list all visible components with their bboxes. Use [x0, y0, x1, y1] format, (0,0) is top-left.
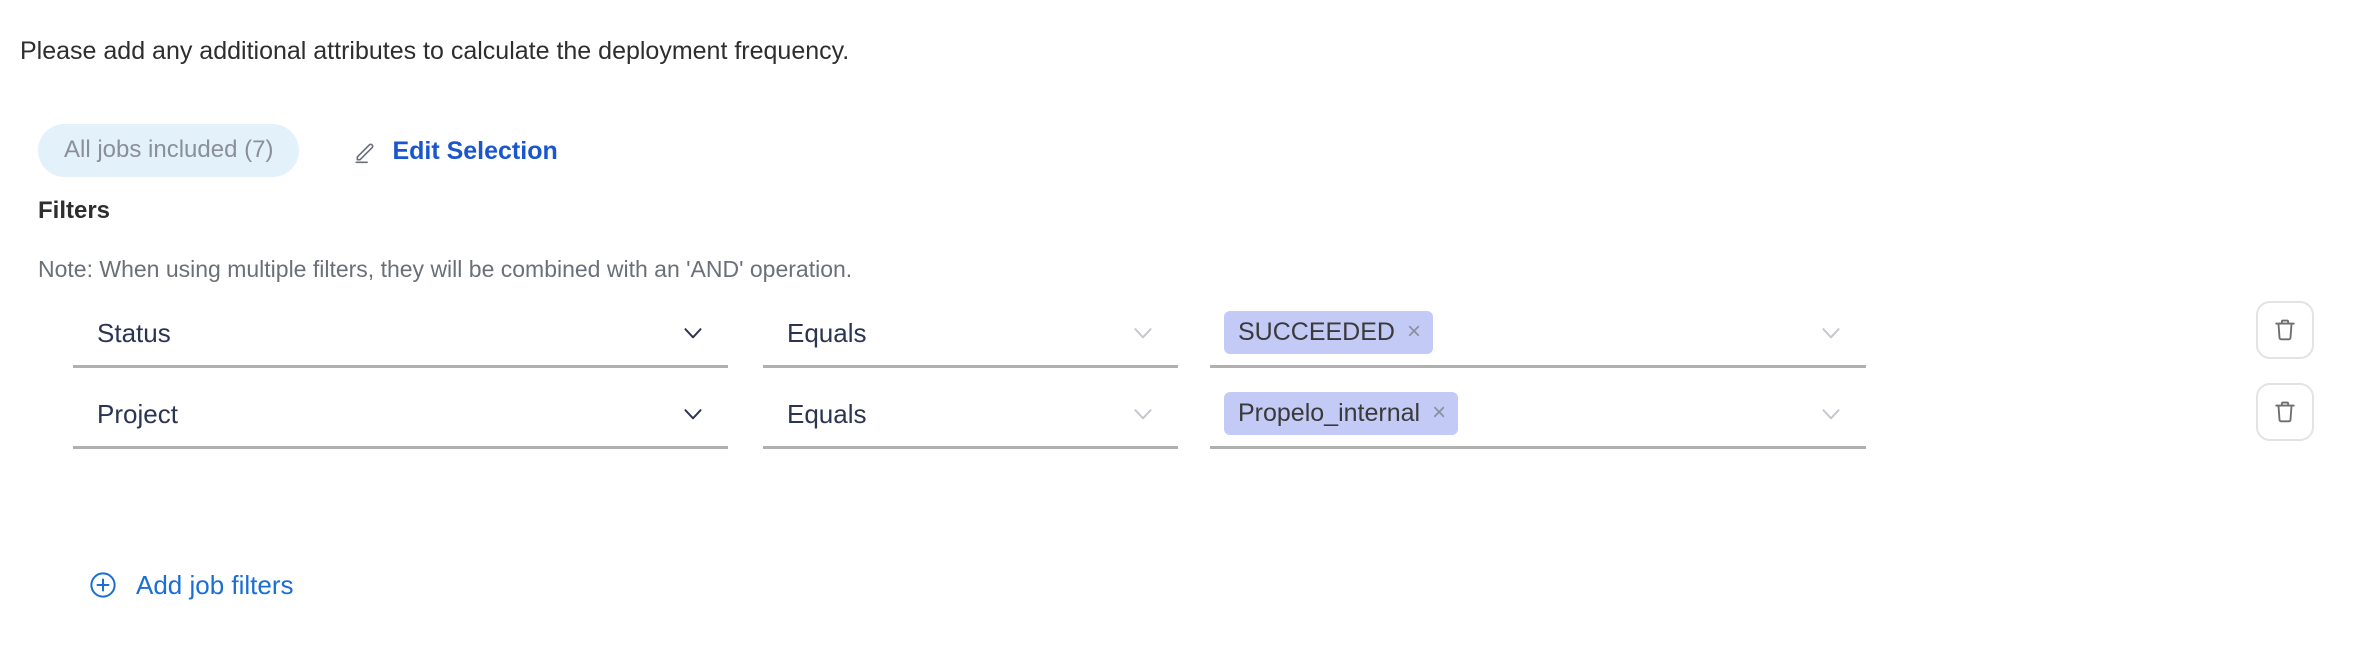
chevron-down-icon	[1130, 320, 1156, 346]
filters-heading: Filters	[38, 197, 111, 224]
filters-note: Note: When using multiple filters, they …	[38, 256, 853, 282]
filter-row: Project Equals Propelo_internal ×	[0, 381, 2376, 461]
filter-operator-select[interactable]: Equals	[763, 381, 1178, 449]
filter-value-chip: SUCCEEDED ×	[1224, 311, 1433, 354]
edit-selection-button[interactable]: Edit Selection	[353, 136, 558, 165]
filter-value-chip: Propelo_internal ×	[1224, 392, 1459, 435]
chevron-down-icon	[1130, 401, 1156, 427]
delete-filter-button[interactable]	[2256, 301, 2314, 359]
plus-circle-icon	[88, 570, 118, 600]
close-icon[interactable]: ×	[1432, 399, 1447, 426]
filter-attribute-select[interactable]: Status	[73, 300, 728, 368]
chevron-down-icon	[1818, 320, 1844, 346]
filter-attribute-value: Project	[97, 398, 178, 429]
chevron-down-icon	[680, 320, 706, 346]
close-icon[interactable]: ×	[1406, 318, 1421, 345]
selection-summary-row: All jobs included (7) Edit Selection	[38, 124, 558, 177]
pencil-icon	[353, 138, 379, 164]
filter-value-chip-label: Propelo_internal	[1238, 399, 1421, 427]
filter-attribute-select[interactable]: Project	[73, 381, 728, 449]
filter-operator-value: Equals	[787, 317, 867, 348]
chevron-down-icon	[680, 401, 706, 427]
add-job-filters-button[interactable]: Add job filters	[88, 570, 294, 600]
filter-attribute-value: Status	[97, 317, 171, 348]
all-jobs-included-chip: All jobs included (7)	[38, 124, 300, 177]
edit-selection-label: Edit Selection	[392, 136, 558, 165]
filter-row: Status Equals SUCCEEDED ×	[0, 300, 2376, 380]
filter-operator-select[interactable]: Equals	[763, 300, 1178, 368]
trash-icon	[2271, 316, 2299, 344]
intro-text: Please add any additional attributes to …	[20, 37, 850, 65]
filter-value-select[interactable]: Propelo_internal ×	[1210, 381, 1866, 449]
filter-operator-value: Equals	[787, 398, 867, 429]
chevron-down-icon	[1818, 401, 1844, 427]
delete-filter-button[interactable]	[2256, 383, 2314, 441]
trash-icon	[2271, 398, 2299, 426]
filter-value-select[interactable]: SUCCEEDED ×	[1210, 300, 1866, 368]
filter-value-chip-label: SUCCEEDED	[1238, 318, 1395, 346]
add-job-filters-label: Add job filters	[136, 570, 294, 600]
